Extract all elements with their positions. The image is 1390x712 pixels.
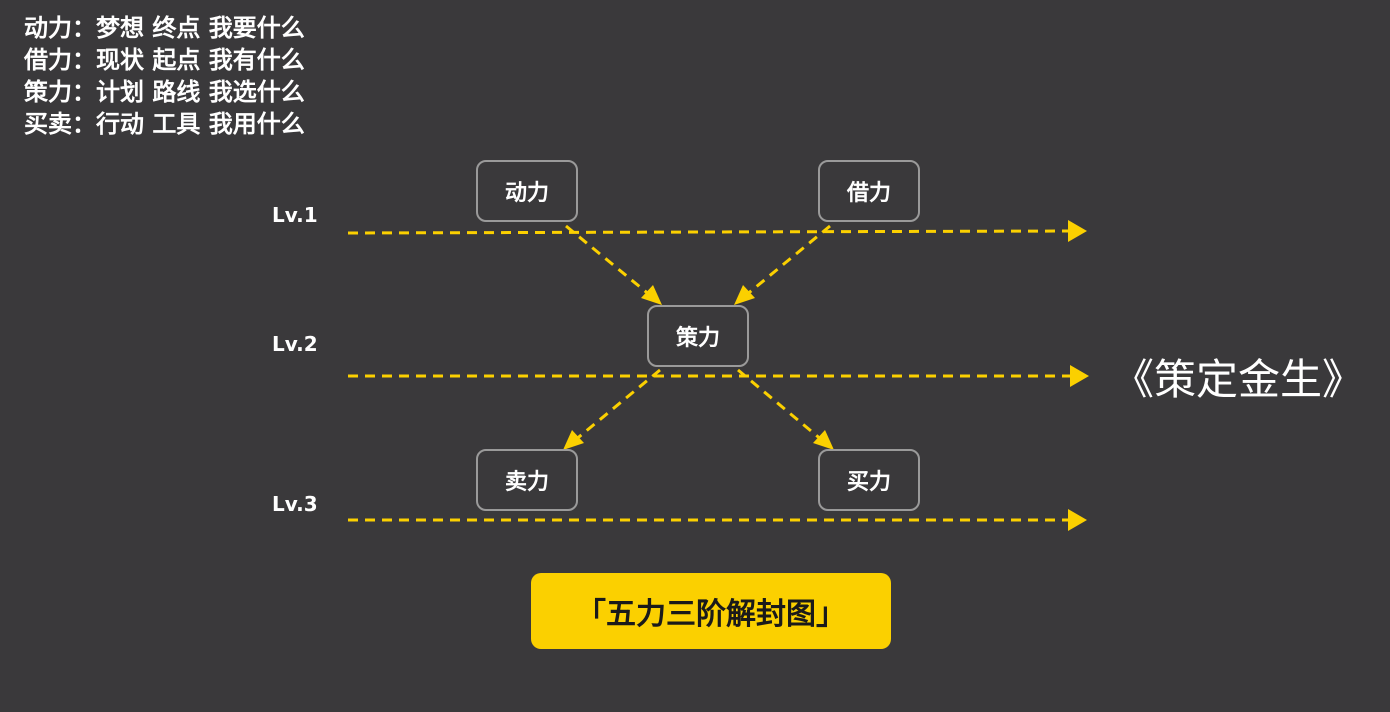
level-line-2-arrowhead [1070, 365, 1089, 387]
node-dongli: 动力 [476, 160, 578, 222]
legend: 动力：梦想 终点 我要什么 借力：现状 起点 我有什么 策力：计划 路线 我选什… [24, 12, 305, 140]
level-label-2: Lv.2 [272, 332, 318, 356]
node-celi: 策力 [647, 305, 749, 367]
node-maili-sell: 卖力 [476, 449, 578, 511]
book-title: 《策定金生》 [1112, 355, 1365, 404]
arrow-dongli-to-celi [565, 224, 652, 298]
node-jieli: 借力 [818, 160, 920, 222]
legend-line-jieli: 借力：现状 起点 我有什么 [24, 46, 305, 74]
level-label-1: Lv.1 [272, 203, 318, 227]
arrow-jieli-to-celi [744, 224, 831, 298]
legend-line-maimai: 买卖：行动 工具 我用什么 [24, 110, 305, 138]
node-maili-buy: 买力 [818, 449, 920, 511]
arrowhead-jieli-to-celi [734, 285, 755, 305]
diagram-title-banner: 「五力三阶解封图」 [531, 573, 891, 649]
arrowhead-celi-to-maili-buy [813, 430, 834, 450]
level-line-3-arrowhead [1068, 509, 1087, 531]
arrowhead-dongli-to-celi [641, 285, 662, 305]
level-line-1 [347, 229, 1069, 235]
legend-line-celi: 策力：计划 路线 我选什么 [24, 78, 305, 106]
arrow-celi-to-maili-sell [573, 368, 661, 443]
level-line-1-arrowhead [1068, 220, 1087, 242]
level-label-3: Lv.3 [272, 492, 318, 516]
arrow-celi-to-maili-buy [737, 368, 824, 443]
legend-line-dongli: 动力：梦想 终点 我要什么 [24, 14, 305, 42]
arrowhead-celi-to-maili-sell [563, 430, 584, 450]
